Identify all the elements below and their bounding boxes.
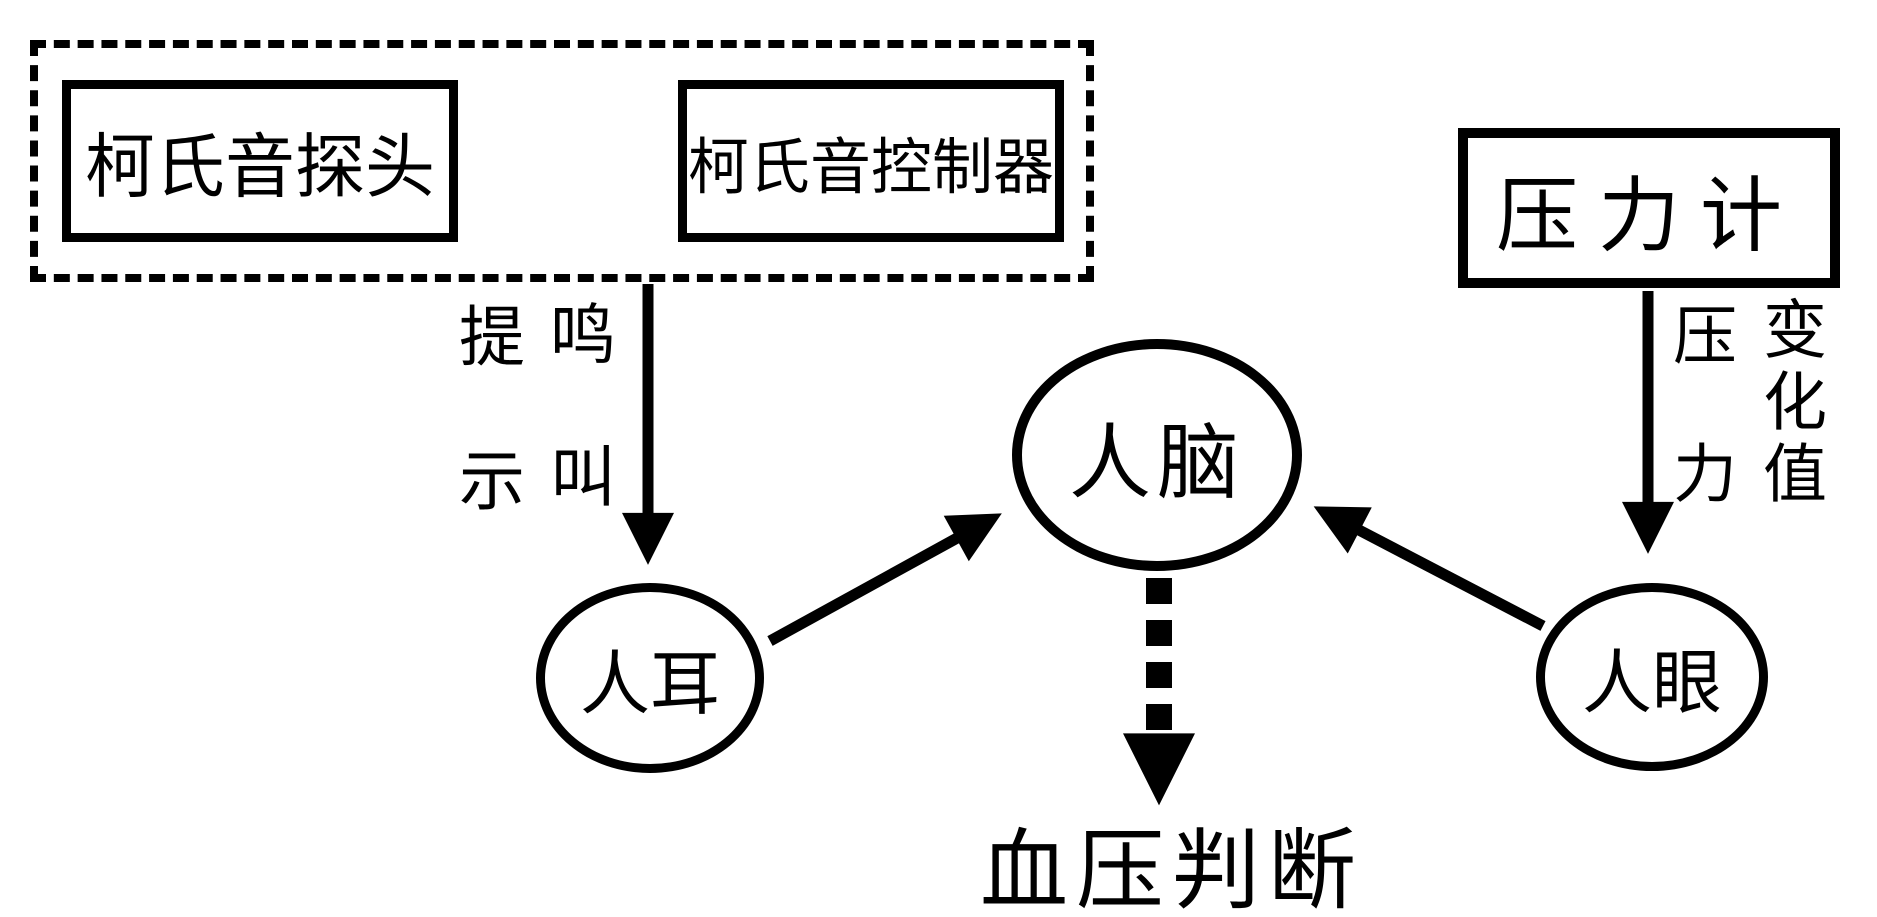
arrow-ear-to-brain	[767, 513, 1002, 646]
korotkoff-probe-label: 柯氏音探头	[85, 129, 435, 207]
pressure-edge-label-col1: 压力	[1664, 302, 1735, 578]
korotkoff-probe-box: 柯氏音探头	[62, 80, 458, 242]
blood-pressure-judgment-label: 血压判断	[980, 824, 1365, 917]
human-brain-label: 人脑	[1068, 417, 1245, 509]
pressure-gauge-label: 压力计	[1495, 170, 1802, 262]
pressure-gauge-box: 压力计	[1458, 128, 1840, 288]
beep-edge-label-col1: 提示	[449, 302, 522, 590]
arrow-eye-to-brain	[1313, 506, 1546, 631]
pressure-edge-label-col2: 变化值	[1754, 296, 1825, 512]
human-brain-node: 人脑	[1012, 339, 1302, 571]
korotkoff-controller-label: 柯氏音控制器	[687, 134, 1054, 202]
human-eye-node: 人眼	[1536, 583, 1768, 771]
korotkoff-group-box	[30, 40, 1094, 282]
beep-edge-label-col2: 鸣叫	[540, 300, 613, 584]
korotkoff-controller-box: 柯氏音控制器	[678, 80, 1064, 242]
human-eye-label: 人眼	[1582, 645, 1722, 723]
human-ear-label: 人耳	[580, 646, 720, 724]
human-ear-node: 人耳	[536, 583, 764, 773]
